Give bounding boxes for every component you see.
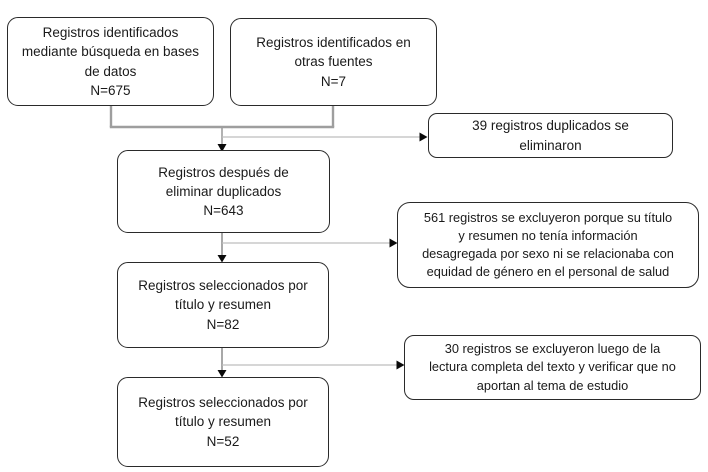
arrow-selected-52 — [217, 348, 227, 378]
box-selected-title-abstract: Registros seleccionados por título y res… — [117, 262, 329, 348]
box-identified-other-sources: Registros identificados en otras fuentes… — [230, 18, 437, 106]
arrowhead-duplicates-removed — [419, 132, 428, 142]
box-identified-other-sources-label: Registros identificados en otras fuentes… — [256, 35, 411, 89]
arrow-selected-82 — [217, 233, 227, 263]
box-duplicates-removed-label: 39 registros duplicados se eliminaron — [472, 118, 629, 153]
box-identified-databases: Registros identificados mediante búsqued… — [7, 17, 214, 106]
box-excluded-title-abstract: 561 registros se excluyeron porque su tí… — [397, 202, 699, 288]
merge-connector — [109, 106, 335, 152]
box-identified-databases-label: Registros identificados mediante búsqued… — [21, 25, 200, 98]
box-excluded-title-abstract-label: 561 registros se excluyeron porque su tí… — [422, 209, 674, 280]
box-after-duplicates: Registros después de eliminar duplicados… — [117, 150, 330, 233]
arrow-duplicates-removed — [222, 132, 428, 142]
box-selected-title-abstract-label: Registros seleccionados por título y res… — [138, 278, 308, 332]
arrow-excluded-561 — [222, 238, 398, 248]
box-after-duplicates-label: Registros después de eliminar duplicados… — [158, 164, 289, 219]
box-duplicates-removed: 39 registros duplicados se eliminaron — [428, 113, 673, 158]
box-selected-final: Registros seleccionados por título y res… — [117, 377, 329, 467]
arrow-excluded-30 — [222, 360, 405, 370]
box-selected-final-label: Registros seleccionados por título y res… — [138, 395, 308, 449]
box-excluded-fulltext: 30 registros se excluyeron luego de la l… — [404, 335, 701, 400]
box-excluded-fulltext-label: 30 registros se excluyeron luego de la l… — [429, 341, 676, 393]
